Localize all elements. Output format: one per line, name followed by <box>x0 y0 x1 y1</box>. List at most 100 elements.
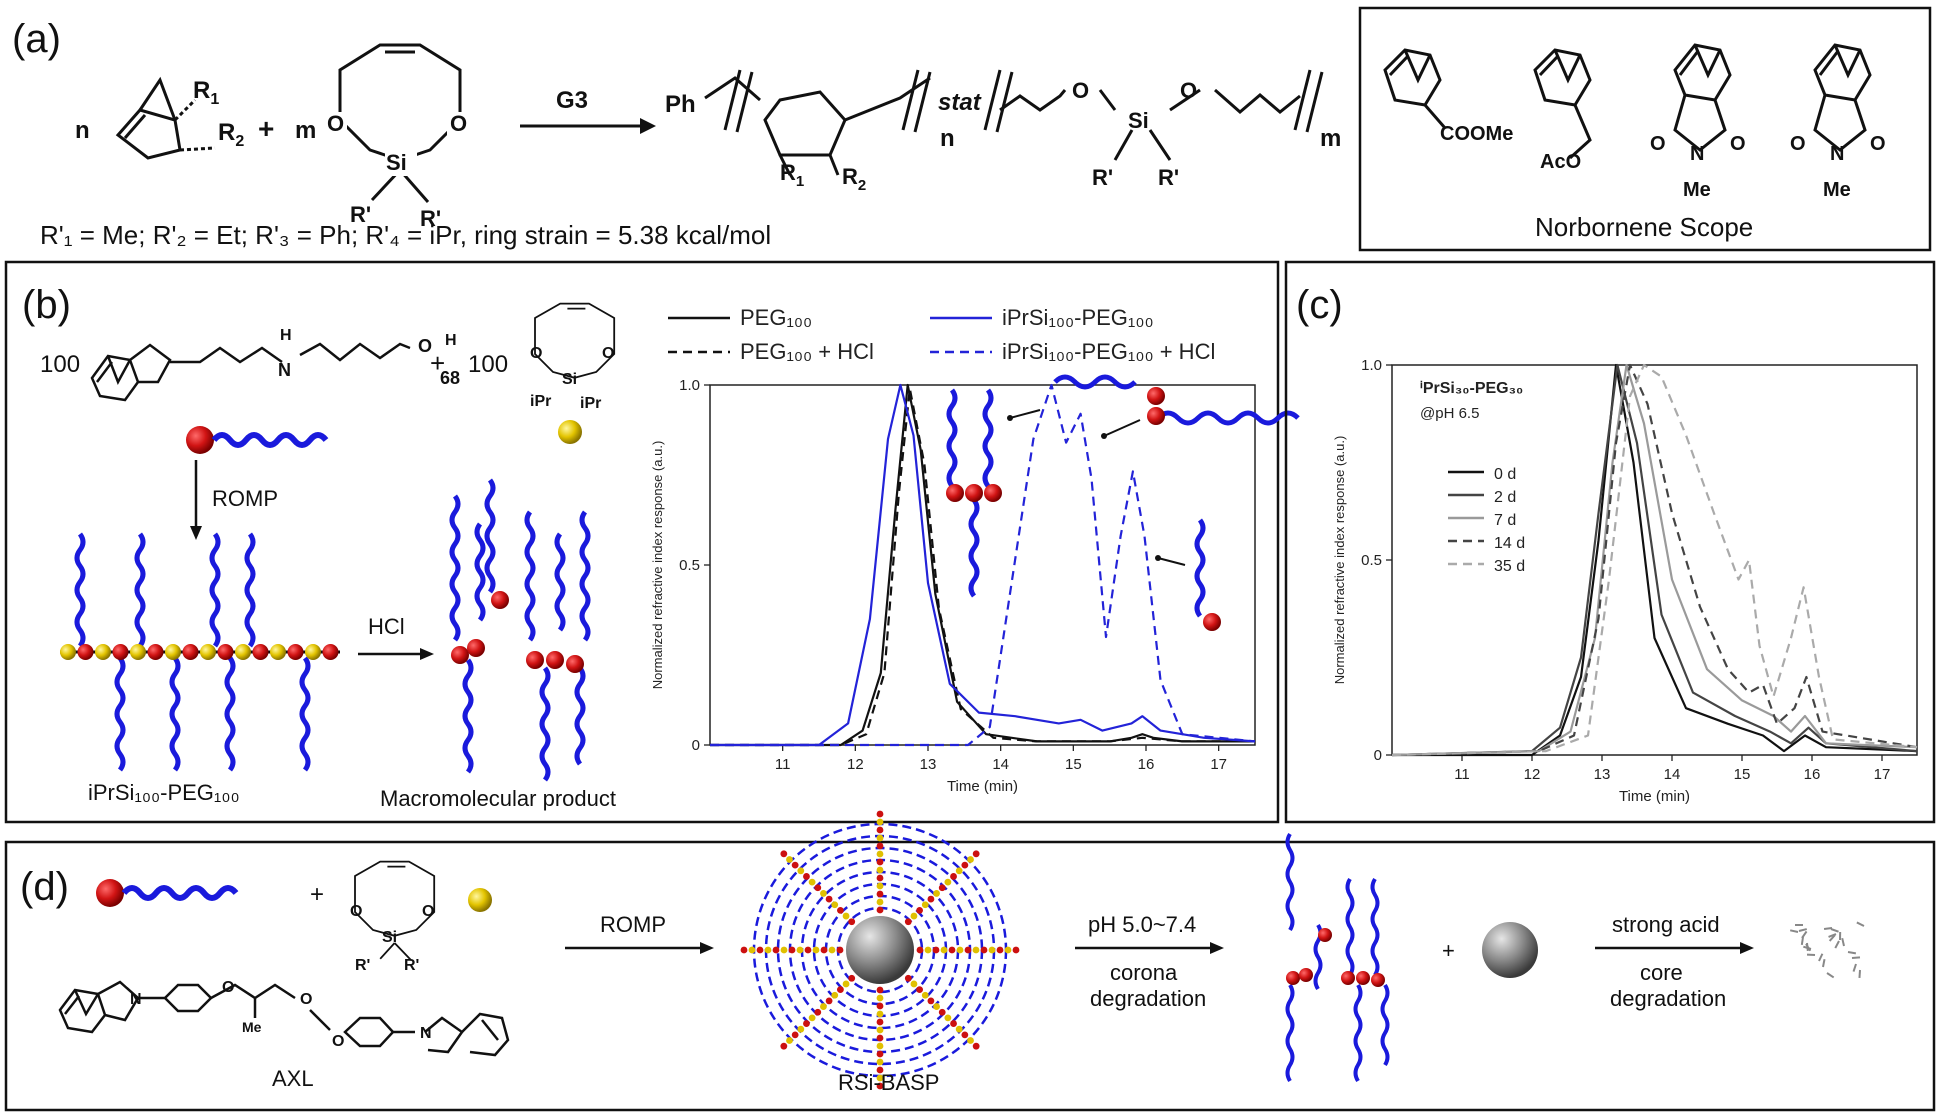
arm-bead <box>964 946 972 954</box>
debris-piece <box>1828 933 1837 938</box>
red-bead <box>965 484 983 502</box>
red-bead <box>1203 613 1221 631</box>
arm-bead <box>848 974 856 982</box>
fragment-chain <box>1353 983 1363 1083</box>
panel-c-frame <box>1284 260 1936 824</box>
plus-sign: + <box>430 348 445 378</box>
scope-endo-imide <box>1813 43 1872 152</box>
peg-dp: 68 <box>440 368 460 388</box>
red-bead <box>1147 407 1165 425</box>
arm-bead <box>921 901 929 909</box>
fragment-chain <box>484 478 496 594</box>
red-bead <box>546 651 564 669</box>
red-bead <box>1147 387 1165 405</box>
scope-label-n: N <box>1830 143 1844 165</box>
legend-subtitle: @pH 6.5 <box>1420 405 1479 422</box>
fragment-chain <box>1380 983 1390 1067</box>
r1-label: R1 <box>780 160 804 190</box>
red-bead <box>322 644 339 660</box>
arm-bead <box>808 878 816 886</box>
debris-piece <box>1789 929 1799 933</box>
arm-bead <box>924 946 932 954</box>
scope-label-o: O <box>1790 133 1806 155</box>
arm-bead <box>876 1082 884 1090</box>
arm-bead <box>876 1010 884 1018</box>
arrow-head <box>700 942 714 954</box>
legend-label: 7 d <box>1494 512 1516 529</box>
red-bead <box>491 591 509 609</box>
scope-label-me: Me <box>1683 179 1711 201</box>
hcl-label: HCl <box>368 614 405 639</box>
romp-label: ROMP <box>212 486 278 511</box>
red-bead <box>147 644 164 660</box>
arrow-head <box>1740 942 1754 954</box>
arm-bead <box>780 850 788 858</box>
o-atom: O <box>422 903 434 920</box>
ether-o: O <box>222 979 234 996</box>
y-tick-label: 1.0 <box>679 377 700 394</box>
red-bead <box>77 644 94 660</box>
arm-bead <box>955 1025 963 1033</box>
debris-piece <box>1830 928 1839 933</box>
y-tick-label: 0 <box>692 737 700 754</box>
arm-bead <box>876 874 884 882</box>
r1-label: R1 <box>193 77 219 108</box>
brush-chain-down <box>224 656 236 772</box>
legend-title: ⁱPrSi₃₀-PEG₃₀ <box>1420 380 1523 397</box>
red-bead <box>96 879 124 907</box>
arm-bead <box>876 1026 884 1034</box>
debris-piece <box>1834 940 1840 949</box>
arrow-head <box>190 526 202 540</box>
r-prime: R' <box>404 957 419 974</box>
arm-bead <box>955 867 963 875</box>
arm-bead <box>944 1014 952 1022</box>
y-axis-label: Normalized refractive index response (a.… <box>650 441 665 690</box>
catalyst-label: G3 <box>556 87 588 114</box>
arm-bead <box>910 980 918 988</box>
annotation-chain <box>1194 518 1206 618</box>
ether-o: O <box>418 336 432 356</box>
x-tick-label: 16 <box>1138 756 1155 773</box>
corona-fragments <box>1285 832 1390 1083</box>
r-group-footnote: R'₁ = Me; R'₂ = Et; R'₃ = Ph; R'₄ = iPr,… <box>40 220 771 250</box>
arm-bead <box>756 946 764 954</box>
arm-bead <box>944 878 952 886</box>
o-atom: O <box>1072 78 1089 103</box>
plus-sign: + <box>1442 938 1455 963</box>
arm-bead <box>803 873 810 880</box>
ether-o: O <box>300 991 312 1008</box>
red-bead <box>186 426 214 454</box>
arm-bead <box>876 1074 884 1082</box>
o-atom: O <box>1180 78 1197 103</box>
scope-ester <box>1383 48 1447 129</box>
x-tick-label: 12 <box>847 756 864 773</box>
silyl-coef: 100 <box>468 351 508 378</box>
fragment-chain <box>1285 983 1295 1083</box>
panel-d-frame <box>4 840 1936 1112</box>
amide-n: N <box>278 360 291 380</box>
product-label: Macromolecular product <box>380 786 616 811</box>
arm-bead <box>791 861 799 869</box>
arm-bead <box>748 946 756 954</box>
degraded-fragments <box>449 478 591 782</box>
arm-bead <box>933 890 940 897</box>
arm-bead <box>876 890 884 898</box>
arm-bead <box>772 946 780 954</box>
monomer-n: n <box>75 117 90 144</box>
core-particle <box>1482 922 1538 978</box>
y-tick-label: 0.5 <box>1361 552 1382 569</box>
imide-n: N <box>130 991 142 1008</box>
brush-chain-up <box>134 532 146 648</box>
repeat-n: n <box>940 125 955 152</box>
red-bead <box>526 651 544 669</box>
amide-h: H <box>280 327 292 344</box>
arm-bead <box>876 1002 884 1010</box>
arm-bead <box>972 1042 980 1050</box>
step3-line2: degradation <box>1610 986 1726 1011</box>
x-tick-label: 16 <box>1804 766 1821 783</box>
fragment-chain <box>554 532 566 632</box>
legend-label: iPrSi₁₀₀-PEG₁₀₀ + HCl <box>1002 339 1215 364</box>
debris-piece <box>1805 943 1812 952</box>
